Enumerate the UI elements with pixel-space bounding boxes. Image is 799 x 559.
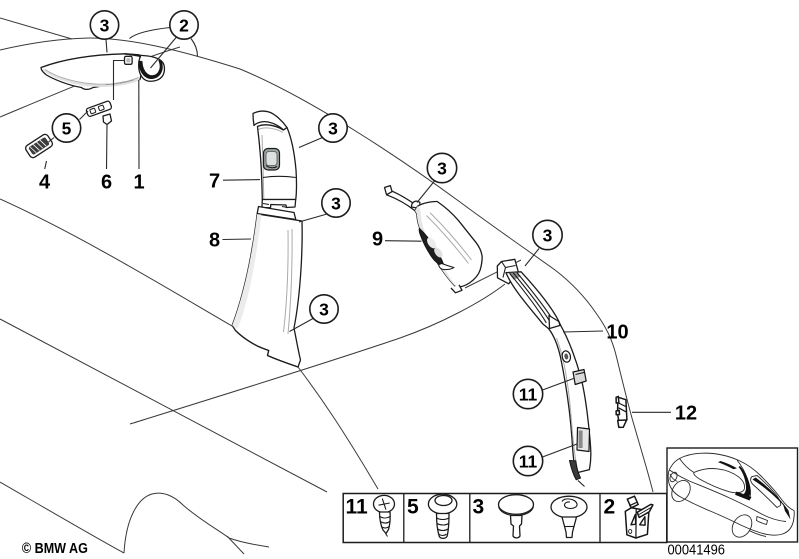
svg-text:3: 3 — [331, 193, 341, 213]
svg-text:2: 2 — [604, 496, 616, 519]
svg-text:2: 2 — [179, 15, 189, 35]
svg-text:1: 1 — [133, 172, 144, 194]
svg-text:3: 3 — [319, 299, 329, 319]
svg-text:10: 10 — [606, 322, 628, 344]
svg-text:3: 3 — [328, 118, 338, 138]
svg-text:7: 7 — [209, 171, 220, 193]
svg-text:6: 6 — [101, 172, 112, 194]
svg-text:11: 11 — [519, 451, 538, 471]
svg-text:12: 12 — [675, 403, 697, 425]
svg-text:9: 9 — [372, 229, 383, 251]
svg-text:00041496: 00041496 — [668, 542, 726, 558]
svg-text:3: 3 — [437, 158, 447, 178]
svg-text:© BMW AG: © BMW AG — [22, 541, 88, 557]
svg-text:8: 8 — [209, 230, 220, 252]
svg-text:11: 11 — [519, 384, 538, 404]
svg-text:3: 3 — [473, 496, 485, 519]
svg-text:3: 3 — [100, 15, 110, 35]
svg-text:11: 11 — [346, 496, 369, 519]
svg-text:4: 4 — [39, 172, 51, 194]
svg-text:5: 5 — [62, 118, 72, 138]
svg-text:3: 3 — [543, 225, 553, 245]
svg-text:5: 5 — [407, 496, 419, 519]
